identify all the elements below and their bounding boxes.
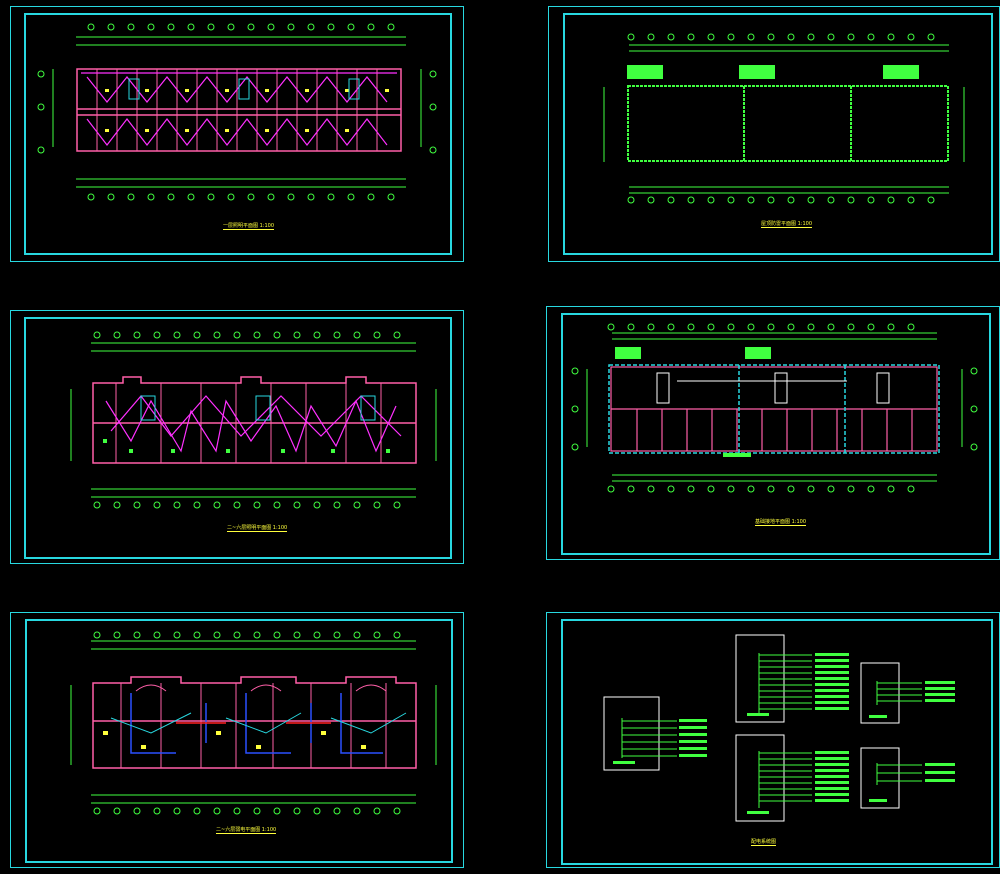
panel-box-3 [735, 734, 785, 822]
sheet-3-caption: 二~六层照明平面图 1:100 [227, 525, 288, 532]
sheet-2-caption: 屋顶防雷平面图 1:100 [761, 221, 812, 228]
drawing-sheet-2[interactable]: 屋顶防雷平面图 1:100 [548, 6, 1000, 262]
sheet-1-caption: 一层照明平面图 1:100 [223, 223, 274, 230]
panel-box-5 [860, 747, 900, 809]
sheet-4-border [561, 313, 991, 555]
axis-bubbles-top [37, 23, 437, 201]
sheet-4-caption: 基础接地平面图 1:100 [755, 519, 806, 526]
sheet-1-border [24, 13, 452, 255]
sheet-5-border [25, 619, 453, 863]
sheet-5-caption: 二~六层弱电平面图 1:100 [216, 827, 277, 834]
sheet-6-system-diagram [603, 634, 955, 822]
sheet-3-plan [70, 331, 437, 509]
drawing-sheet-3[interactable]: 二~六层照明平面图 1:100 [10, 310, 464, 564]
drawing-sheet-1[interactable]: 一层照明平面图 1:100 [10, 6, 464, 262]
sheet-5-plan [70, 631, 437, 815]
drawing-sheet-5[interactable]: 二~六层弱电平面图 1:100 [10, 612, 464, 868]
sheet-3-border [24, 317, 452, 559]
panel-box-1 [603, 696, 660, 771]
sheet-2-roof-plan [603, 33, 965, 204]
sheet-6-border [561, 619, 993, 865]
sheet-6-caption: 配电系统图 [751, 839, 777, 846]
panel-box-4 [860, 662, 900, 724]
drawing-sheet-4[interactable]: 基础接地平面图 1:100 [546, 306, 1000, 560]
sheet-4-grounding-plan [571, 323, 978, 493]
drawing-sheet-6[interactable]: 配电系统图 [546, 612, 1000, 868]
sheet-2-border [563, 13, 993, 255]
sheet-1-plan [37, 23, 437, 201]
